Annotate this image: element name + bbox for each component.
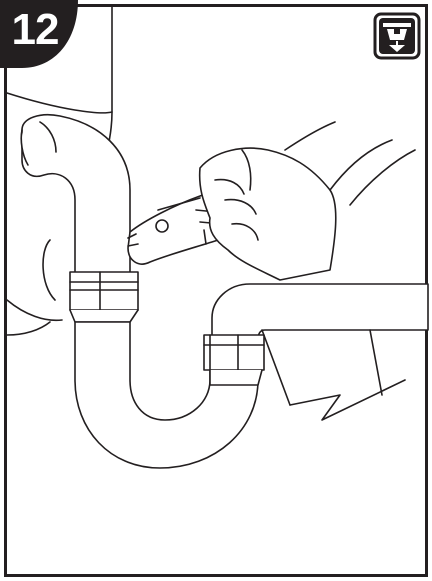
trap-arm-slip-nut: [204, 335, 264, 385]
tailpiece-slip-nut: [70, 272, 138, 322]
drain-bucket-icon: [373, 12, 421, 60]
hand: [200, 148, 336, 280]
tailpiece-pipe: [21, 115, 130, 285]
step-number: 12: [2, 4, 68, 56]
